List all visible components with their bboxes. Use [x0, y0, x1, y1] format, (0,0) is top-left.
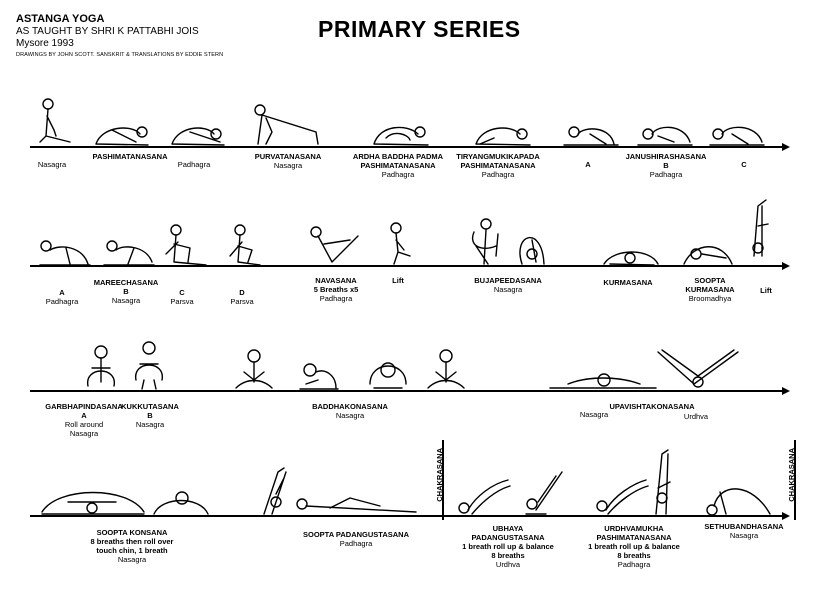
arrow-icon: [782, 512, 790, 520]
drawing-credit: DRAWINGS BY JOHN SCOTT. SANSKRIT & TRANS…: [16, 52, 224, 58]
pose-label: Lift: [392, 276, 404, 285]
sleeping-tortoise-figure: [683, 246, 733, 265]
pose-label: Padhagra: [177, 160, 211, 169]
upward-face-balance-figure: [655, 449, 671, 515]
location-year: Mysore 1993: [16, 38, 74, 49]
arrow-icon: [782, 387, 790, 395]
both-big-toes-balance-figure: [525, 471, 563, 515]
rooster-pose-figure: [135, 341, 163, 390]
teacher-credit: AS TAUGHT BY SHRI K PATTABHI JOIS: [16, 26, 199, 37]
half-bound-lotus-fold-figure: [373, 126, 429, 146]
chakrasana-label: CHAKRASANA: [787, 448, 796, 502]
reclining-big-toe-figure: [263, 467, 287, 515]
tortoise-pose-figure: [603, 251, 659, 266]
boat-pose-figure: [310, 226, 359, 263]
chakrasana-divider: [794, 440, 796, 520]
bujapeedasana-fold-figure: [519, 236, 545, 265]
head-to-knee-c-figure: [709, 126, 765, 146]
pose-label: UPAVISHTAKONASANA: [609, 402, 695, 411]
pose-label: PASHIMATANASANA: [92, 152, 168, 161]
lift-figure: [390, 222, 411, 265]
roll-over-figure: [153, 491, 209, 515]
seated-staff-pose-figure: [39, 98, 71, 143]
reclining-big-toe-side-figure: [296, 497, 417, 513]
wide-angle-fold-figure: [549, 373, 657, 389]
bound-angle-forward-figure: [369, 362, 407, 389]
pose-label: Lift: [760, 286, 772, 295]
forward-fold-figure: [171, 127, 225, 146]
chakrasana-label: CHAKRASANA: [435, 448, 444, 502]
sequence-line-row2: [30, 265, 782, 267]
lift-handstand-figure: [752, 199, 769, 257]
bridge-pose-figure: [706, 488, 771, 516]
marichyasana-c-figure: [165, 224, 207, 266]
three-limb-fold-figure: [475, 127, 531, 146]
marichyasana-a-figure: [39, 240, 91, 266]
reverse-plank-figure: [254, 104, 319, 145]
upward-face-fold-figure: [596, 479, 649, 515]
sequence-line-row3: [30, 390, 782, 392]
page-title: PRIMARY SERIES: [318, 16, 521, 42]
forward-fold-figure: [95, 126, 149, 146]
embryo-pose-figure: [87, 345, 115, 387]
arm-pressure-pose-figure: [471, 218, 499, 265]
pose-label: C: [741, 160, 747, 169]
head-to-knee-a-figure: [563, 126, 619, 146]
wide-angle-balance-figure: [657, 349, 739, 388]
sleeping-angle-figure: [41, 491, 145, 515]
bound-angle-fold-figure: [299, 363, 339, 390]
sequence-line-row4: [30, 515, 782, 517]
bound-angle-figure: [427, 349, 465, 389]
both-big-toes-figure: [458, 479, 511, 515]
head-to-knee-b-figure: [637, 126, 693, 146]
pose-label: Nasagra: [37, 160, 67, 169]
pose-label: Nasagra: [579, 410, 609, 419]
arrow-icon: [782, 143, 790, 151]
bound-angle-figure: [235, 349, 273, 389]
arrow-icon: [782, 262, 790, 270]
pose-label: KURMASANA: [603, 278, 653, 287]
marichyasana-d-figure: [229, 224, 261, 266]
series-subtitle: ASTANGA YOGA: [16, 13, 105, 25]
marichyasana-b-figure: [103, 240, 155, 266]
sequence-line-row1: [30, 146, 782, 148]
pose-label: A: [585, 160, 591, 169]
pose-label: Urdhva: [683, 412, 709, 421]
chakrasana-divider: [442, 440, 444, 520]
